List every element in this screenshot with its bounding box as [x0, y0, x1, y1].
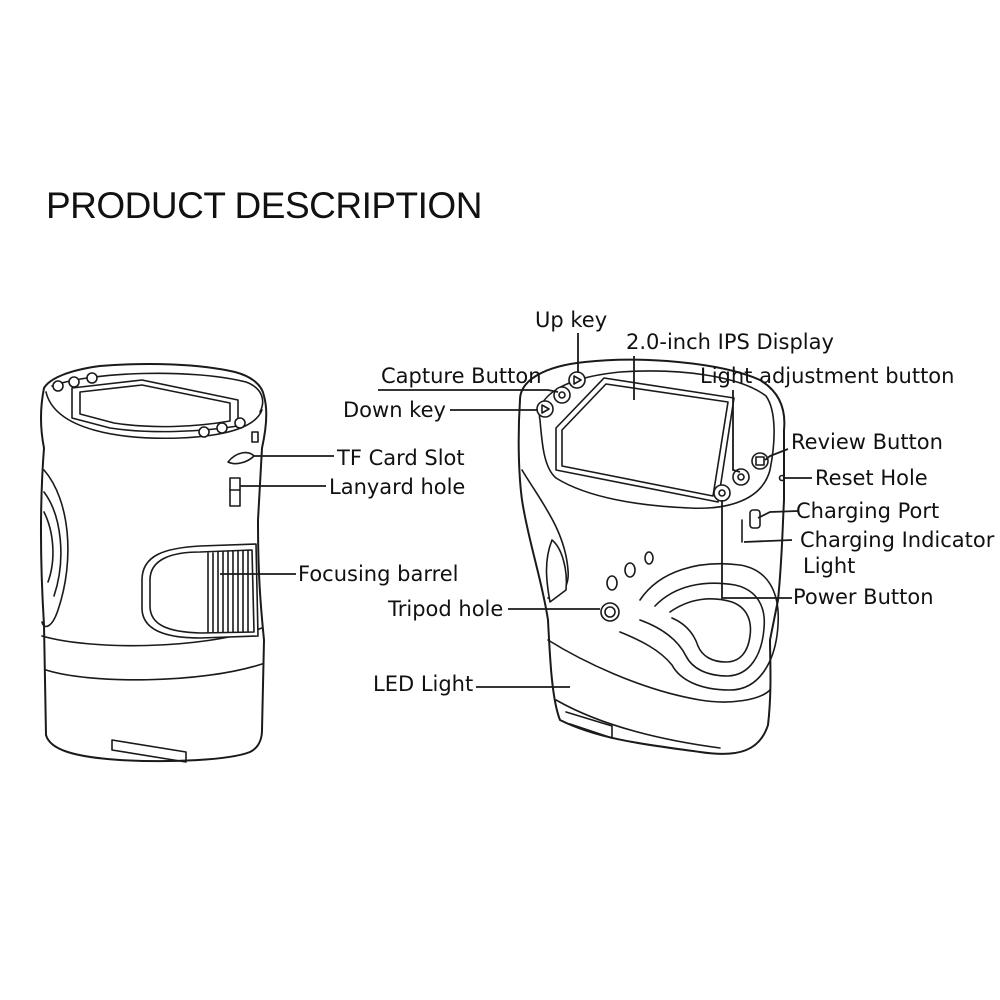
right-screen	[555, 377, 735, 503]
right-grip-outer	[619, 562, 780, 691]
device-left-view	[40, 363, 268, 763]
label-charging-indicator-line2: Light	[803, 554, 855, 578]
label-power-button: Power Button	[793, 585, 934, 609]
leader-review-button	[764, 448, 789, 461]
leader-charging-port	[757, 510, 799, 519]
right-led-dot-3	[644, 551, 654, 565]
right-charging-port	[749, 509, 761, 529]
right-review-button-icon	[751, 452, 769, 470]
right-up-key-icon	[568, 371, 586, 389]
right-led-light-rim	[565, 711, 613, 739]
label-capture-button: Capture Button	[381, 364, 542, 388]
left-grip-inner	[43, 511, 54, 583]
right-focus-window	[545, 539, 568, 603]
left-power-button-icon	[198, 426, 210, 438]
left-up-key-icon	[86, 372, 98, 384]
left-lanyard-hole	[229, 477, 241, 507]
label-display: 2.0-inch IPS Display	[626, 330, 834, 354]
left-focusing-barrel-ribs	[207, 549, 249, 633]
left-review-button-icon	[234, 417, 246, 429]
left-device-screen-inner	[79, 384, 231, 428]
left-tf-card-marker	[251, 431, 259, 443]
right-grip-inner	[669, 598, 752, 663]
label-lanyard-hole: Lanyard hole	[329, 475, 465, 499]
left-grip-middle	[43, 491, 62, 597]
label-light-adjustment-button: Light adjustment button	[700, 364, 954, 388]
left-down-key-icon	[52, 380, 64, 392]
right-waist-line	[547, 639, 771, 703]
right-light-adjustment-icon	[732, 468, 750, 486]
label-focusing-barrel: Focusing barrel	[298, 562, 459, 586]
right-down-key-icon	[536, 400, 554, 418]
label-charging-indicator-line1: Charging Indicator	[800, 528, 995, 552]
label-charging-port: Charging Port	[796, 499, 939, 523]
page-title: PRODUCT DESCRIPTION	[46, 185, 482, 226]
right-capture-button-icon	[553, 386, 571, 404]
right-led-dot-1	[606, 575, 618, 591]
left-light-button-icon	[216, 422, 228, 434]
device-right-view	[517, 358, 786, 755]
left-base-line	[45, 663, 263, 681]
left-device-top-face	[45, 391, 263, 440]
right-base-line	[555, 699, 721, 749]
left-grip-outer	[41, 469, 69, 628]
label-review-button: Review Button	[791, 430, 943, 454]
leader-lines	[220, 333, 812, 688]
leader-power-button	[721, 500, 792, 599]
leader-capture-button	[378, 389, 559, 393]
leader-light-adjustment	[732, 390, 741, 473]
right-grip-middle	[639, 582, 766, 677]
label-tripod-hole: Tripod hole	[387, 597, 503, 621]
label-up-key: Up key	[535, 308, 607, 332]
left-led-strip	[111, 739, 187, 763]
right-screen-bezel	[538, 370, 775, 510]
right-power-button-icon	[713, 484, 731, 502]
right-led-dot-2	[624, 562, 636, 578]
label-reset-hole: Reset Hole	[815, 466, 928, 490]
right-tripod-hole	[600, 602, 620, 622]
label-led-light: LED Light	[373, 672, 473, 696]
left-capture-button-icon	[68, 376, 80, 388]
left-focus-window	[141, 543, 259, 639]
right-screen-inner	[561, 383, 729, 497]
label-tf-card-slot: TF Card Slot	[336, 446, 465, 470]
label-down-key: Down key	[343, 398, 446, 422]
callout-labels: Up key 2.0-inch IPS Display Capture Butt…	[298, 308, 995, 696]
leader-charging-indicator	[743, 539, 793, 543]
